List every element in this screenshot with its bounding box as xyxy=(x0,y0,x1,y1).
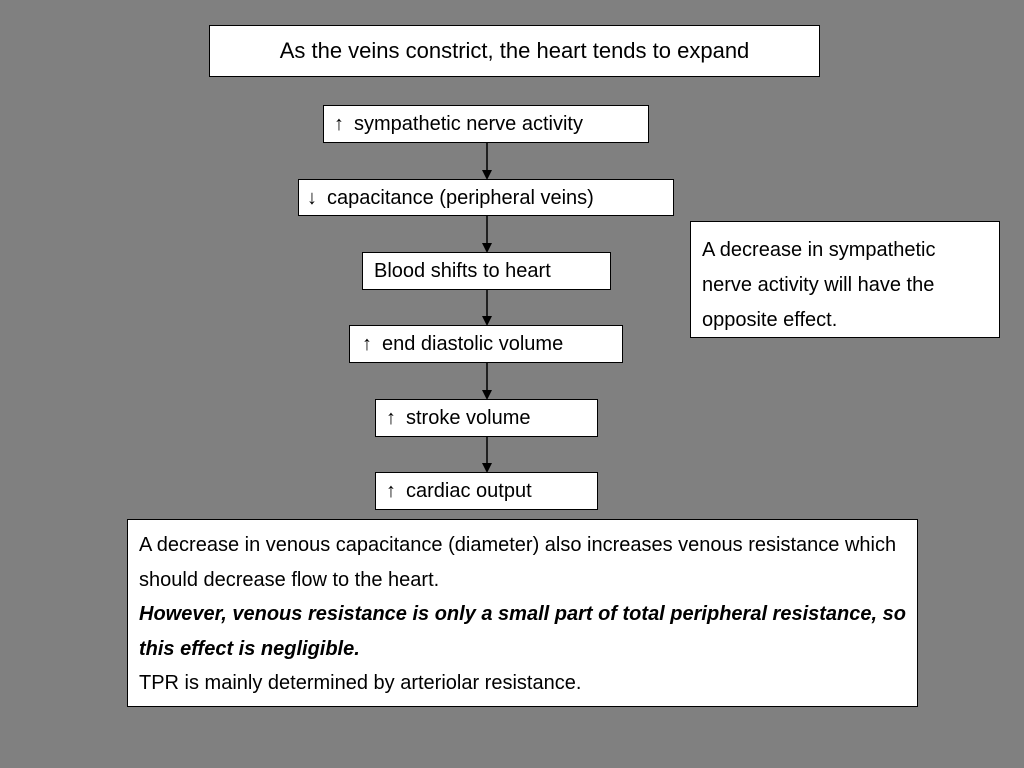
bottom-note-line-3: TPR is mainly determined by arteriolar r… xyxy=(139,672,582,694)
flow-step-stroke-volume: ↑ stroke volume xyxy=(375,399,598,437)
flow-step-sympathetic-nerve-activity: ↑ sympathetic nerve activity xyxy=(323,105,649,143)
up-arrow-icon: ↑ xyxy=(334,113,344,135)
flow-step-end-diastolic-volume: ↑ end diastolic volume xyxy=(349,325,623,363)
flow-step-label: sympathetic nerve activity xyxy=(354,113,583,135)
flow-step-label: Blood shifts to heart xyxy=(374,260,551,282)
up-arrow-icon: ↑ xyxy=(386,480,396,502)
slide-title: As the veins constrict, the heart tends … xyxy=(279,38,750,63)
title-box: As the veins constrict, the heart tends … xyxy=(209,25,820,77)
side-note-text: A decrease in sympathetic nerve activity… xyxy=(702,239,936,331)
down-arrow-icon: ↓ xyxy=(307,186,317,209)
up-arrow-icon: ↑ xyxy=(386,407,396,429)
flow-step-label: stroke volume xyxy=(406,407,531,429)
bottom-note-line-1: A decrease in venous capacitance (diamet… xyxy=(139,534,897,591)
bottom-note-box: A decrease in venous capacitance (diamet… xyxy=(127,519,918,707)
bottom-note-emphasis: However, venous resistance is only a sma… xyxy=(139,603,906,660)
flow-step-label: cardiac output xyxy=(406,480,532,502)
flow-step-label: end diastolic volume xyxy=(382,333,564,355)
flow-step-label: capacitance (peripheral veins) xyxy=(327,186,594,209)
up-arrow-icon: ↑ xyxy=(362,333,372,355)
flow-step-capacitance: ↓ capacitance (peripheral veins) xyxy=(298,179,674,216)
flow-step-blood-shifts: Blood shifts to heart xyxy=(362,252,611,290)
flow-step-cardiac-output: ↑ cardiac output xyxy=(375,472,598,510)
side-note-box: A decrease in sympathetic nerve activity… xyxy=(690,221,1000,338)
